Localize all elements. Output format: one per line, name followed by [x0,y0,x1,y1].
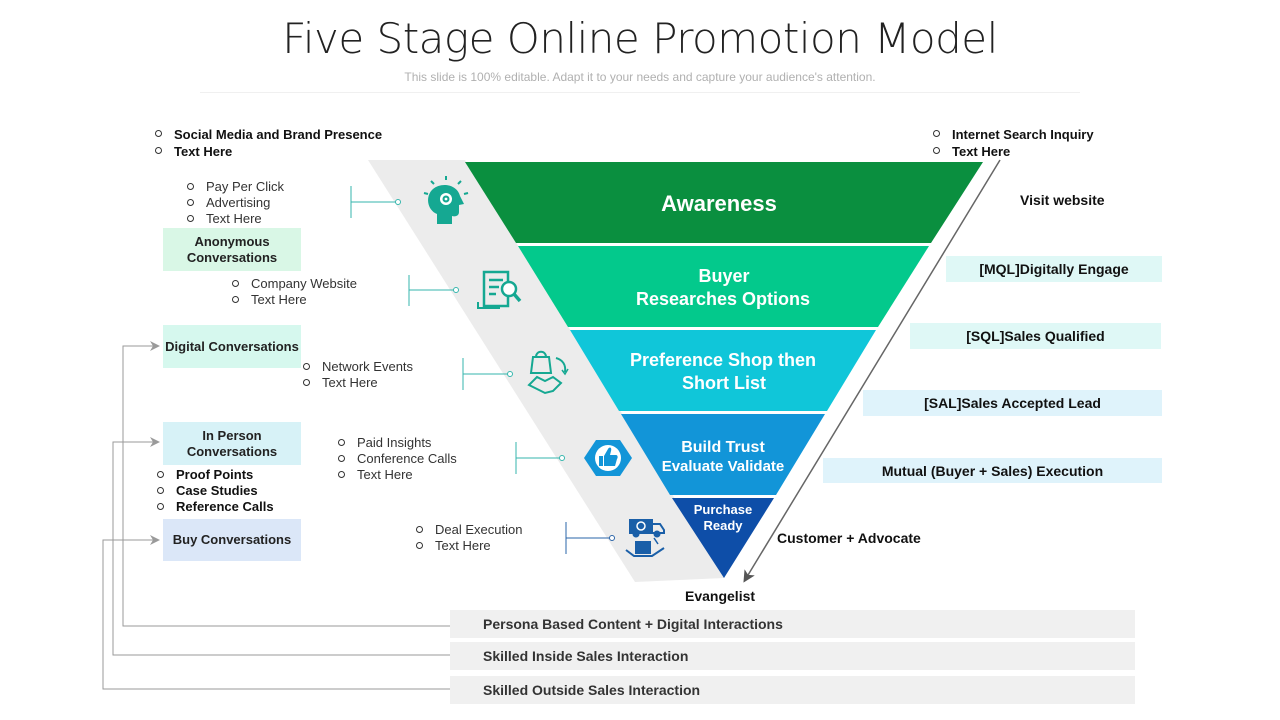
stage-5-label-line1: Purchase [694,502,753,517]
funnel-stage-4 [621,414,825,495]
connector-3 [462,358,513,390]
funnel-stage-1 [465,162,983,243]
in-person-conversations-box: In Person Conversations [163,422,301,465]
list-item: Reference Calls [157,499,274,515]
funnel-stage-2 [518,246,929,327]
customer-advocate-label: Customer + Advocate [777,530,921,546]
funnel-shadow-band [368,160,724,582]
list-item: Text Here [187,211,284,227]
stage-3-label-line2: Short List [682,373,766,393]
list-item: Text Here [338,467,457,483]
page-title: Five Stage Online Promotion Model [282,14,998,63]
persona-content-bar: Persona Based Content + Digital Interact… [450,610,1135,638]
document-search-icon [477,270,522,309]
stage-1-label: Awareness [661,191,777,216]
list-item: Conference Calls [338,451,457,467]
inside-sales-bar: Skilled Inside Sales Interaction [450,642,1135,670]
visit-website-label: Visit website [1020,192,1105,208]
thumbs-up-hexagon-icon [584,440,632,476]
list-item: Company Website [232,276,357,292]
mql-box: [MQL]Digitally Engage [946,256,1162,282]
list-item: Case Studies [157,483,274,499]
list-item: Internet Search Inquiry [933,126,1094,143]
outside-sales-bar: Skilled Outside Sales Interaction [450,676,1135,704]
title-divider [200,92,1080,93]
list-item: Advertising [187,195,284,211]
stage-3-bullets: Network Events Text Here [303,359,413,391]
evangelist-label: Evangelist [685,588,756,604]
list-item: Text Here [416,538,522,554]
stage-3-label-line1: Preference Shop then [630,350,816,370]
top-left-bullets: Social Media and Brand Presence Text Her… [155,126,382,160]
top-right-bullets: Internet Search Inquiry Text Here [933,126,1094,160]
stage-5-label-line2: Ready [703,518,743,533]
list-item: Pay Per Click [187,179,284,195]
list-item: Text Here [303,375,413,391]
digital-conversations-box: Digital Conversations [163,325,301,368]
proof-bullets: Proof Points Case Studies Reference Call… [157,467,274,515]
connector-4 [515,442,565,474]
list-item: Social Media and Brand Presence [155,126,382,143]
list-item: Text Here [933,143,1094,160]
stage-2-label-line1: Buyer [698,266,749,286]
page-subtitle: This slide is 100% editable. Adapt it to… [404,70,876,84]
connector-5 [565,522,615,554]
stage-4-bullets: Paid Insights Conference Calls Text Here [338,435,457,483]
connector-1 [350,186,401,218]
sal-box: [SAL]Sales Accepted Lead [863,390,1162,416]
head-target-icon [423,176,469,224]
buy-conversations-box: Buy Conversations [163,519,301,561]
stage-4-label-line2: Evaluate Validate [662,458,785,475]
sql-box: [SQL]Sales Qualified [910,323,1161,349]
stage-2-label-line2: Researches Options [636,289,810,309]
anonymous-conversations-box: Anonymous Conversations [163,228,301,271]
list-item: Proof Points [157,467,274,483]
stage-1-bullets: Pay Per Click Advertising Text Here [187,179,284,227]
visit-arrow [743,159,1001,583]
funnel-stage-5 [672,498,774,578]
list-item: Text Here [155,143,382,160]
mutual-execution-box: Mutual (Buyer + Sales) Execution [823,458,1162,483]
stage-5-bullets: Deal Execution Text Here [416,522,522,554]
feedback-arrows [102,341,450,690]
list-item: Text Here [232,292,357,308]
funnel-stage-3 [570,330,876,411]
connector-2 [408,275,459,306]
list-item: Network Events [303,359,413,375]
list-item: Paid Insights [338,435,457,451]
list-item: Deal Execution [416,522,522,538]
stage-4-label-line1: Build Trust [681,439,765,456]
shopping-handshake-icon [527,350,569,395]
delivery-truck-box-icon [625,519,665,557]
stage-2-bullets: Company Website Text Here [232,276,357,308]
